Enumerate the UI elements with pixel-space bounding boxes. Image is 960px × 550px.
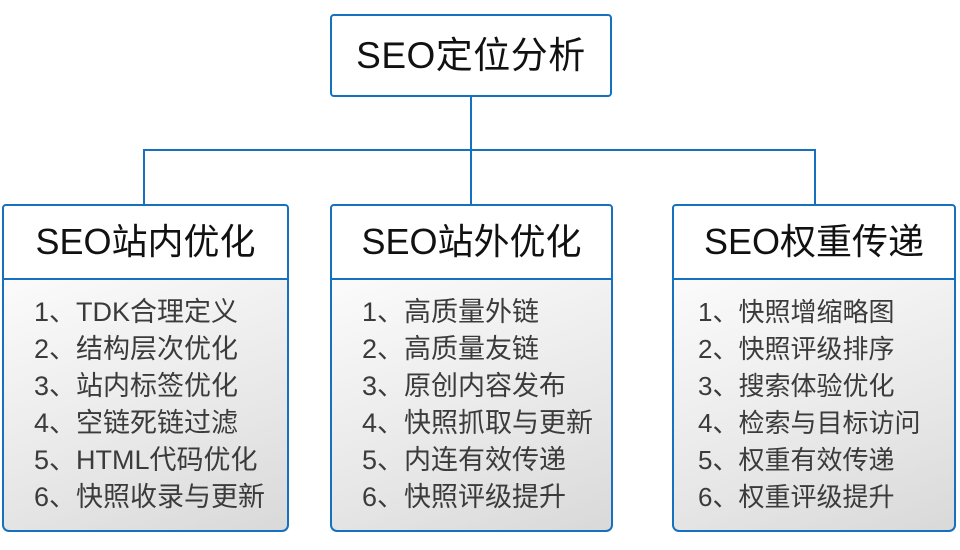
list-item: 4、检索与目标访问 — [698, 408, 921, 438]
connector-root-trunk — [470, 97, 472, 150]
connector-horizontal-bus — [143, 149, 816, 151]
list-item: 4、空链死链过滤 — [34, 408, 239, 438]
branch-card-2-list: 1、高质量外链 2、高质量友链 3、原创内容发布 4、快照抓取与更新 5、内连有… — [362, 294, 611, 516]
branch-card-2-title: SEO站外优化 — [361, 221, 582, 262]
branch-card-3-title: SEO权重传递 — [703, 221, 925, 262]
list-item: 2、结构层次优化 — [34, 334, 239, 364]
list-item: 3、原创内容发布 — [362, 371, 567, 401]
connector-drop-branch-2 — [470, 149, 472, 205]
branch-card-1-list: 1、TDK合理定义 2、结构层次优化 3、站内标签优化 4、空链死链过滤 5、H… — [34, 294, 287, 516]
connector-drop-branch-1 — [143, 149, 145, 205]
branch-card-2-header[interactable]: SEO站外优化 — [330, 204, 613, 280]
branch-card-1[interactable]: SEO站内优化 1、TDK合理定义 2、结构层次优化 3、站内标签优化 4、空链… — [2, 204, 289, 532]
connector-drop-branch-3 — [814, 149, 816, 205]
list-item: 2、快照评级排序 — [698, 334, 895, 364]
branch-card-3-body: 1、快照增缩略图 2、快照评级排序 3、搜索体验优化 4、检索与目标访问 5、权… — [672, 280, 956, 532]
list-item: 6、权重评级提升 — [698, 482, 895, 512]
branch-card-1-header[interactable]: SEO站内优化 — [2, 204, 289, 280]
list-item: 1、TDK合理定义 — [34, 297, 239, 327]
list-item: 5、内连有效传递 — [362, 445, 567, 475]
list-item: 1、高质量外链 — [362, 297, 540, 327]
list-item: 4、快照抓取与更新 — [362, 408, 594, 438]
branch-card-1-title: SEO站内优化 — [35, 221, 256, 262]
branch-card-2[interactable]: SEO站外优化 1、高质量外链 2、高质量友链 3、原创内容发布 4、快照抓取与… — [330, 204, 613, 532]
branch-card-3[interactable]: SEO权重传递 1、快照增缩略图 2、快照评级排序 3、搜索体验优化 4、检索与… — [672, 204, 956, 532]
list-item: 3、搜索体验优化 — [698, 371, 895, 401]
list-item: 1、快照增缩略图 — [698, 297, 895, 327]
list-item: 5、权重有效传递 — [698, 445, 895, 475]
branch-card-3-header[interactable]: SEO权重传递 — [672, 204, 956, 280]
branch-card-2-body: 1、高质量外链 2、高质量友链 3、原创内容发布 4、快照抓取与更新 5、内连有… — [330, 280, 613, 532]
root-node-label: SEO定位分析 — [356, 35, 586, 76]
list-item: 3、站内标签优化 — [34, 371, 239, 401]
list-item: 6、快照评级提升 — [362, 482, 567, 512]
list-item: 6、快照收录与更新 — [34, 482, 266, 512]
branch-card-1-body: 1、TDK合理定义 2、结构层次优化 3、站内标签优化 4、空链死链过滤 5、H… — [2, 280, 289, 532]
list-item: 2、高质量友链 — [362, 334, 540, 364]
root-node[interactable]: SEO定位分析 — [330, 14, 612, 97]
branch-card-3-list: 1、快照增缩略图 2、快照评级排序 3、搜索体验优化 4、检索与目标访问 5、权… — [698, 294, 954, 516]
list-item: 5、HTML代码优化 — [34, 445, 258, 475]
